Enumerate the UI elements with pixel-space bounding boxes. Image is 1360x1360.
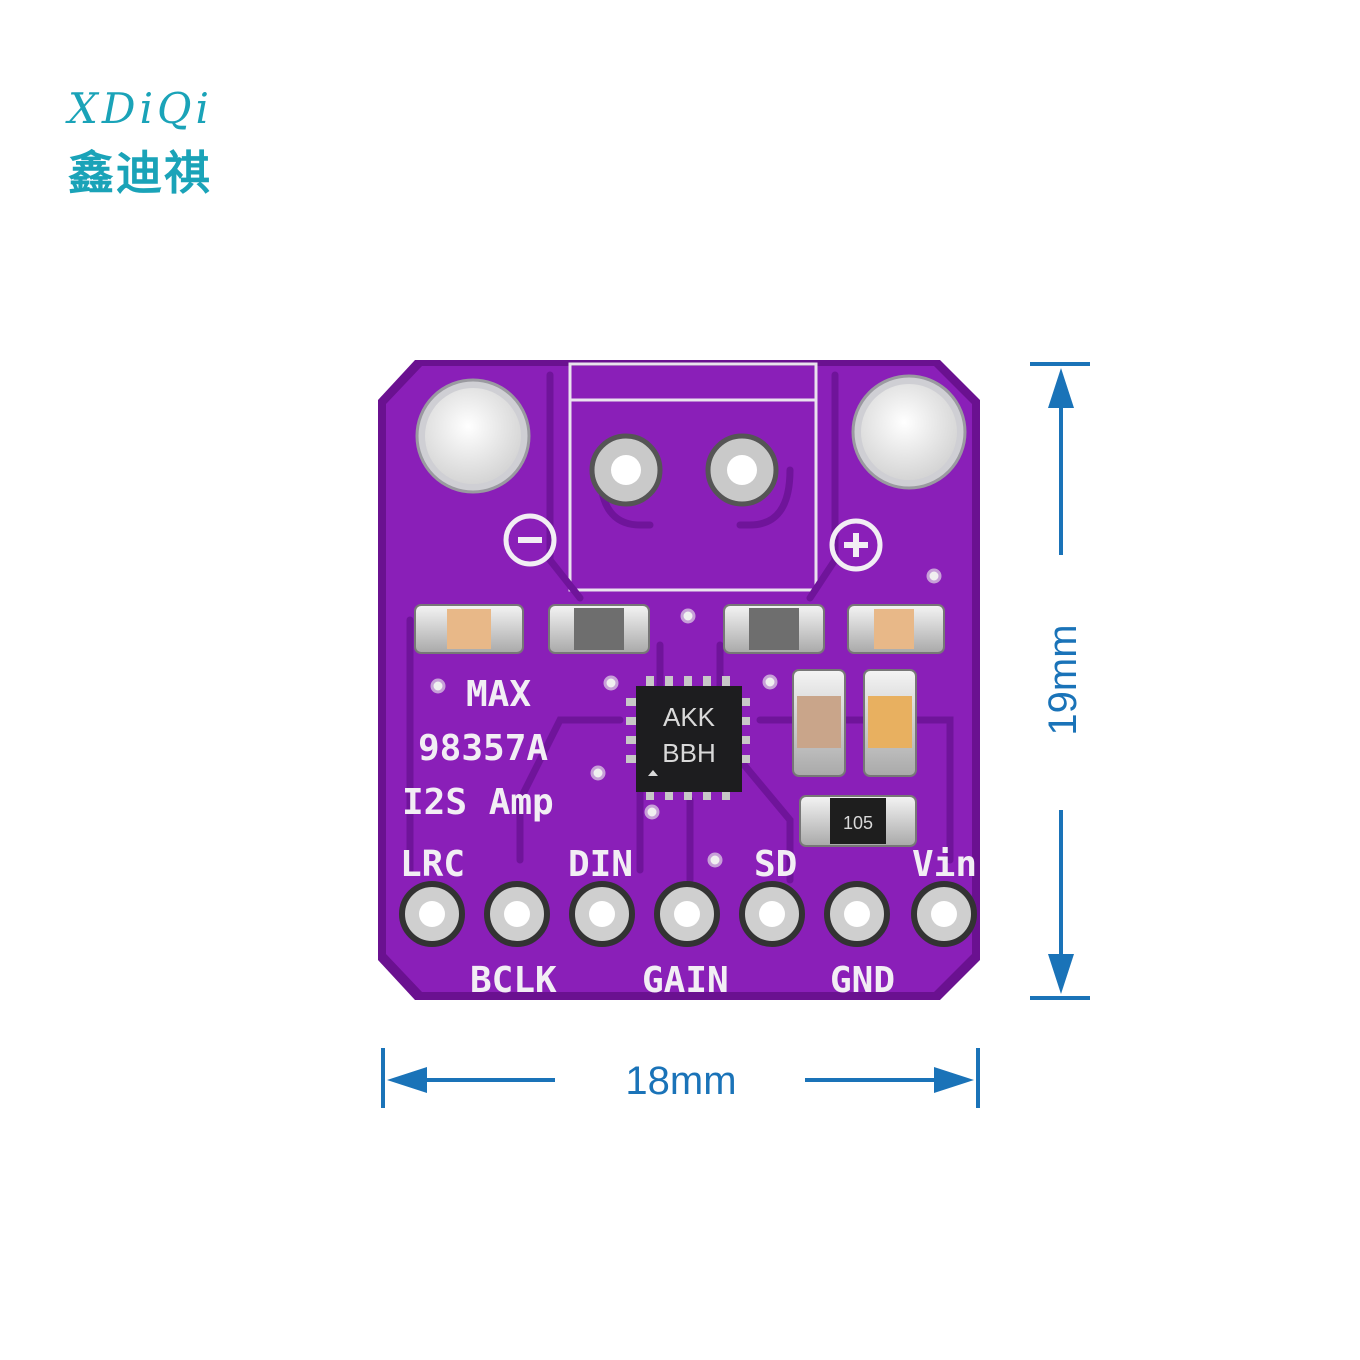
speaker-pad-minus xyxy=(589,433,663,507)
inductor-left xyxy=(548,604,650,654)
capacitor-right xyxy=(847,604,945,654)
pin-hole xyxy=(399,881,465,947)
logo-cjk-text: 鑫迪祺 xyxy=(68,146,212,200)
capacitor-vertical-right xyxy=(863,669,917,777)
silk-line-part: 98357A xyxy=(418,728,548,769)
capacitor-vertical-left xyxy=(792,669,846,777)
header-pins xyxy=(399,881,977,947)
vias xyxy=(430,568,942,868)
width-label: 18mm xyxy=(625,1059,736,1103)
pin-hole xyxy=(569,881,635,947)
plus-symbol xyxy=(829,518,883,572)
terminal-outline xyxy=(568,362,818,592)
height-label: 19mm xyxy=(1041,624,1085,735)
pin-label-lrc: LRC xyxy=(400,844,465,885)
minus-symbol xyxy=(503,513,557,567)
resistor-105: 105 xyxy=(799,795,917,847)
pin-label-gain: GAIN xyxy=(642,960,729,1001)
max98357a-chip: AKK BBH xyxy=(626,676,750,800)
inductor-right xyxy=(723,604,825,654)
pin-hole xyxy=(739,881,805,947)
mounting-hole-left xyxy=(415,378,531,494)
width-dimension xyxy=(381,1048,980,1108)
silk-line-max: MAX xyxy=(466,674,531,715)
pin-label-vin: Vin xyxy=(912,844,977,885)
pin-hole xyxy=(484,881,550,947)
pin-label-bclk: BCLK xyxy=(470,960,557,1001)
pin-hole xyxy=(911,881,977,947)
silk-line-i2s: I2S Amp xyxy=(402,782,554,823)
speaker-pad-plus xyxy=(705,433,779,507)
pin-label-gnd: GND xyxy=(830,960,895,1001)
pin-hole xyxy=(654,881,720,947)
mounting-hole-right xyxy=(851,374,967,490)
pin-label-sd: SD xyxy=(754,844,797,885)
resistor-code: 105 xyxy=(843,813,873,833)
chip-marking-line1: AKK xyxy=(663,702,716,732)
height-dimension xyxy=(1030,362,1090,1000)
chip-marking-line2: BBH xyxy=(662,738,715,768)
pin-label-din: DIN xyxy=(568,844,633,885)
brand-logo: XDiQi 鑫迪祺 xyxy=(68,84,213,203)
pin-hole xyxy=(824,881,890,947)
logo-latin-text: XDiQi xyxy=(68,84,213,133)
capacitor-left xyxy=(414,604,524,654)
